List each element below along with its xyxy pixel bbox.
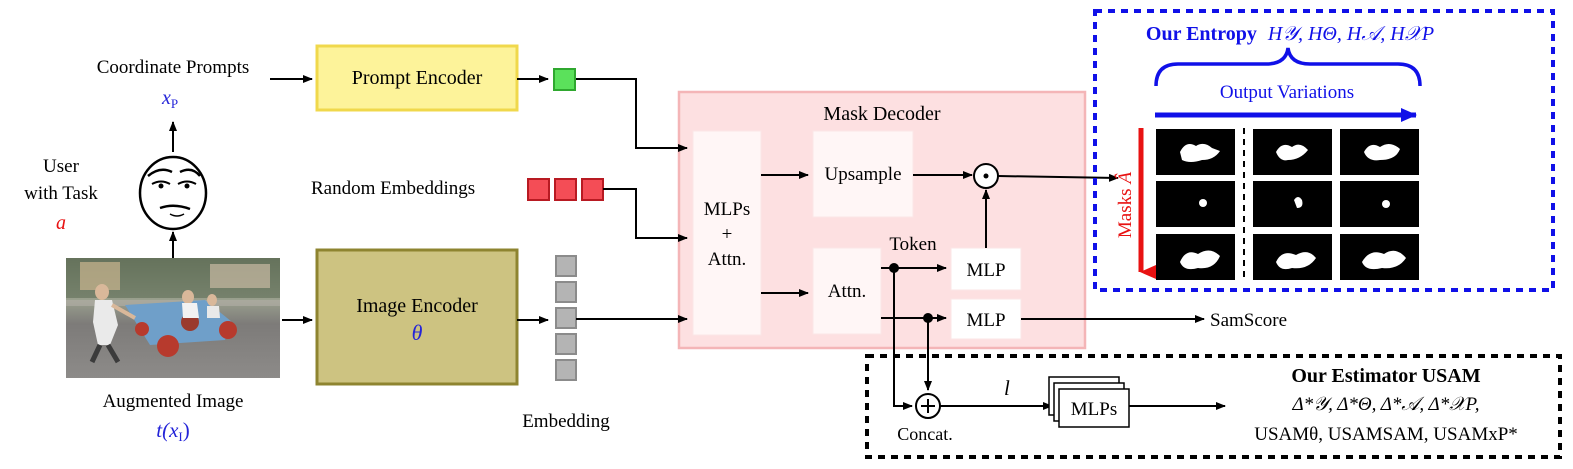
augmented-image-caption: Augmented Image t(xI) [103,391,244,444]
output-variations-brace [1154,47,1422,87]
augmented-image-symbol: t(xI) [156,418,190,444]
embedding-square-4 [555,333,577,355]
l-symbol: l [1004,376,1010,400]
embedding-square-2 [555,281,577,303]
entropy-title: Our Entropy H𝒴, HΘ, H𝒜, H𝒳P [1146,23,1434,45]
random-embedding-square-1 [527,178,550,201]
user-with-task: User with Task a [24,156,98,234]
arrow-token-to-decoder [576,78,688,152]
entropy-symbols: H𝒴, HΘ, H𝒜, H𝒳P [1267,23,1434,45]
mlps-attn-line3: Attn. [708,249,747,270]
concat-label: Concat. [897,424,953,444]
embedding-square-3 [555,307,577,329]
random-embedding-squares [527,178,604,201]
mask-thumb-2-2 [1253,181,1332,227]
user-task-symbol: a [56,212,66,234]
prompt-encoder-label: Prompt Encoder [352,67,483,89]
user-label-line1: User [43,156,80,177]
estimator-mlps-stack: MLPs [1048,376,1130,428]
upsample-label: Upsample [824,164,901,185]
estimator-line1: Δ*𝒴, Δ*Θ, Δ*𝒜, Δ*𝒳P, [1292,394,1480,415]
arrow-random-to-decoder [603,188,688,242]
arrow-token-to-concat [893,268,913,410]
embedding-stack [555,255,577,381]
mask-grid [1156,129,1419,280]
mlps-attn-line2: + [722,224,733,245]
image-encoder-label: Image Encoder [356,295,478,317]
coordinate-prompts: Coordinate Prompts xP [97,57,250,111]
embedding-label: Embedding [522,411,610,432]
mlps-attn-line1: MLPs [704,199,750,220]
mlp-top-box [950,247,1022,291]
decoder-attn-box [812,247,882,335]
random-embedding-square-2 [554,178,577,201]
coordinate-prompts-label: Coordinate Prompts [97,57,250,78]
mask-thumb-2-3 [1340,181,1419,227]
upsample-box [812,130,914,218]
entropy-box [1093,9,1555,292]
masks-label: MasksÂ [1114,171,1136,238]
mask-decoder-title: Mask Decoder [823,103,941,125]
estimator-box [865,354,1562,459]
output-variations-label: Output Variations [1220,82,1354,103]
random-embeddings-label: Random Embeddings [311,178,475,199]
augmented-image [66,258,280,378]
estimator-title: Our Estimator USAM [1291,365,1480,387]
coordinate-prompts-symbol: xP [161,87,178,111]
decoder-attn-label: Attn. [828,281,867,302]
random-embedding-square-3 [581,178,604,201]
estimator-mlps-label: MLPs [1071,399,1117,420]
augmented-image-label: Augmented Image [103,391,244,412]
image-encoder-symbol: θ [412,320,423,345]
arrow-dot-to-masks [997,173,1119,182]
samscore-label: SamScore [1210,310,1287,331]
estimator-line2: USAMθ, USAMSAM, USAMxP* [1254,424,1518,445]
embedding-square-1 [555,255,577,277]
mlps-attn-box [692,130,762,336]
prompt-token-square [553,68,576,91]
image-encoder-box [315,248,519,386]
embedding-square-5 [555,359,577,381]
user-label-line2: with Task [24,183,98,204]
mlp-top-label: MLP [966,260,1005,281]
user-face-icon [138,155,208,231]
mask-thumb-2-1 [1156,181,1235,227]
token-label: Token [889,234,937,255]
mlp-bottom-label: MLP [966,310,1005,331]
